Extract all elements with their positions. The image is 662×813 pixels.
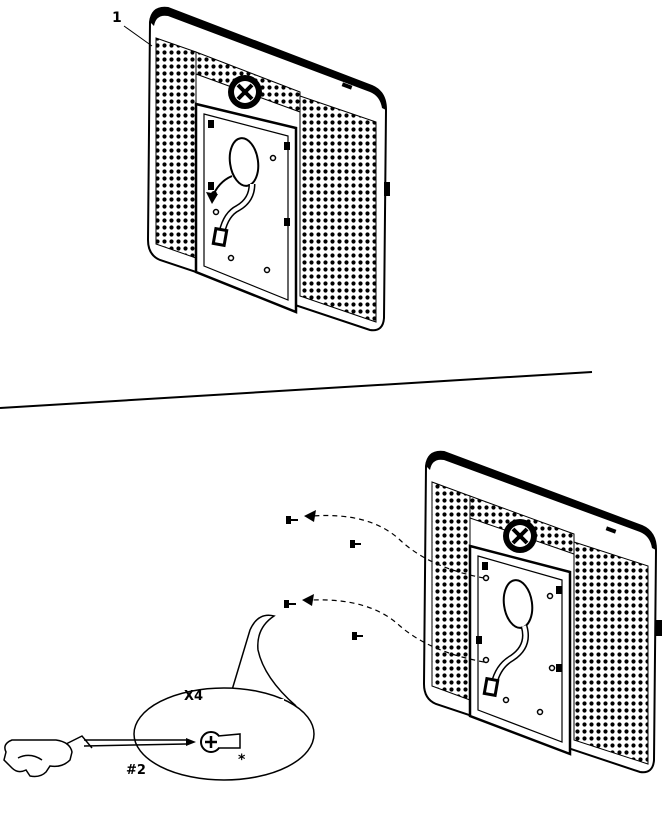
device-top-icon [148,8,390,330]
screw-quantity-label: X4 [184,689,203,704]
asterisk-note: * [238,752,246,768]
screw-detail-callout [134,615,314,780]
section-divider [0,372,592,408]
callout-number: 1 [112,10,122,26]
device-bottom-icon [424,452,662,772]
callout-leader [124,26,152,46]
driver-size-label: #2 [126,763,146,778]
screw-icon [284,516,363,640]
